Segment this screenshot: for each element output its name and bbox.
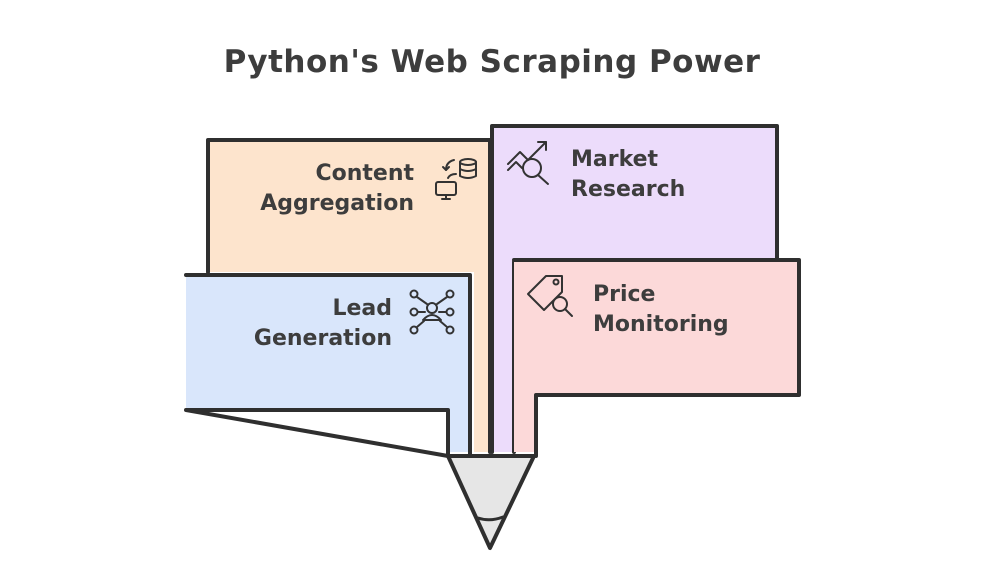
section-lead-generation: Lead Generation: [184, 273, 472, 458]
svg-text:Research: Research: [571, 177, 685, 202]
svg-text:Content: Content: [315, 161, 414, 186]
network-person-icon: [409, 289, 455, 335]
market-research-label-line2: Research: [571, 177, 685, 202]
market-research-fill: [492, 126, 777, 452]
lead-generation-outline: [184, 273, 472, 458]
svg-text:Monitoring: Monitoring: [593, 312, 729, 337]
svg-text:Price: Price: [593, 282, 655, 307]
database-sync-icon: [435, 158, 477, 200]
diagram-title: Python's Web Scraping Power: [224, 44, 761, 80]
price-monitoring-fill: [514, 260, 799, 452]
price-monitoring-label-line2: Monitoring: [593, 312, 729, 337]
lead-generation-fill: [186, 275, 470, 452]
svg-text:Aggregation: Aggregation: [260, 191, 414, 216]
price-monitoring-outline: [512, 258, 801, 458]
svg-text:Generation: Generation: [254, 326, 392, 351]
svg-text:Lead: Lead: [332, 296, 392, 321]
trend-magnifier-icon: [507, 141, 549, 185]
pencil-tip: [446, 454, 536, 550]
price-tag-search-icon: [527, 275, 573, 317]
section-price-monitoring: Price Monitoring: [512, 258, 801, 458]
content-aggregation-label-line2: Aggregation: [260, 191, 414, 216]
content-aggregation-fill: [208, 140, 490, 452]
lead-generation-label-line2: Generation: [254, 326, 392, 351]
price-monitoring-label-line1: Price: [593, 282, 655, 307]
svg-text:Market: Market: [571, 147, 659, 172]
lead-generation-label-line1: Lead: [332, 296, 392, 321]
market-research-outline: [490, 124, 779, 454]
market-research-label-line1: Market: [571, 147, 659, 172]
content-aggregation-label-line1: Content: [315, 161, 414, 186]
